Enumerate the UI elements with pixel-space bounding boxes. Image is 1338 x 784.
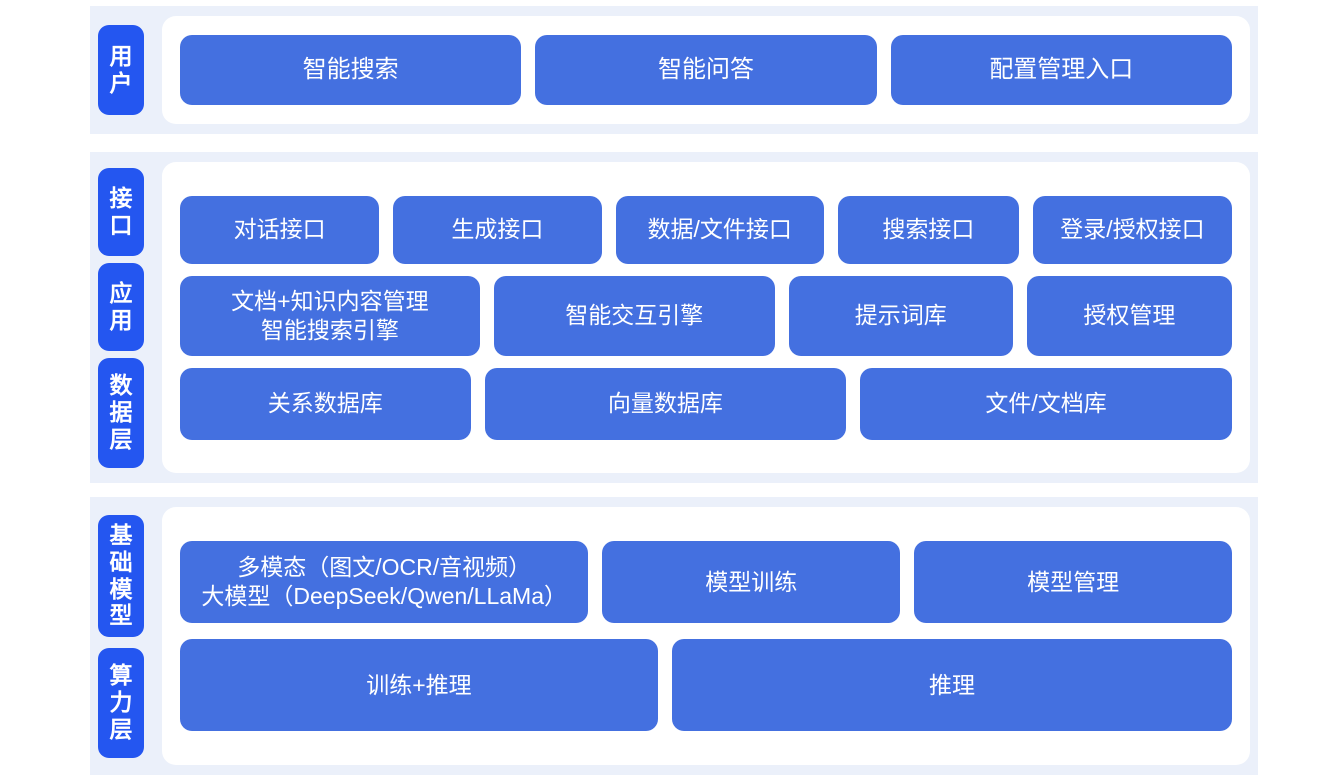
box-login-auth-interface[interactable]: 登录/授权接口: [1032, 195, 1232, 264]
box-config-management-entry[interactable]: 配置管理入口: [890, 35, 1232, 105]
row-model: 多模态（图文/OCR/音视频） 大模型（DeepSeek/Qwen/LLaMa）…: [180, 541, 1232, 623]
box-data-file-interface[interactable]: 数据/文件接口: [615, 195, 824, 264]
band-user: 用户 智能搜索 智能问答 配置管理入口: [90, 6, 1258, 134]
box-generation-interface[interactable]: 生成接口: [393, 195, 602, 264]
box-vector-database[interactable]: 向量数据库: [484, 367, 847, 440]
side-tab-user-label: 用户: [109, 43, 133, 96]
side-tab-base-model[interactable]: 基础模型: [98, 514, 144, 637]
row-user-entries: 智能搜索 智能问答 配置管理入口: [180, 35, 1232, 105]
box-smart-interaction-engine[interactable]: 智能交互引擎: [493, 275, 775, 356]
box-smart-qa[interactable]: 智能问答: [535, 35, 877, 105]
band-core-card: 对话接口 生成接口 数据/文件接口 搜索接口 登录/授权接口 文档+知识内容管理…: [162, 162, 1250, 473]
side-tab-application[interactable]: 应用: [98, 262, 144, 351]
band-base: 基础模型 算力层 多模态（图文/OCR/音视频） 大模型（DeepSeek/Qw…: [90, 497, 1258, 775]
side-tab-data-layer[interactable]: 数据层: [98, 357, 144, 468]
side-tab-compute-layer[interactable]: 算力层: [98, 647, 144, 758]
side-tab-user[interactable]: 用户: [98, 25, 144, 115]
box-model-training[interactable]: 模型训练: [602, 541, 901, 623]
side-tab-interface[interactable]: 接口: [98, 167, 144, 256]
band-base-tab-column: 基础模型 算力层: [90, 497, 152, 775]
box-doc-knowledge-management[interactable]: 文档+知识内容管理 智能搜索引擎: [180, 275, 480, 356]
box-multimodal-large-model[interactable]: 多模态（图文/OCR/音视频） 大模型（DeepSeek/Qwen/LLaMa）: [180, 541, 589, 623]
side-tab-application-label: 应用: [109, 279, 133, 333]
band-core-tab-column: 接口 应用 数据层: [90, 152, 152, 483]
box-prompt-library[interactable]: 提示词库: [788, 275, 1013, 356]
box-training-plus-inference[interactable]: 训练+推理: [180, 639, 658, 731]
box-search-interface[interactable]: 搜索接口: [837, 195, 1019, 264]
row-compute: 训练+推理 推理: [180, 639, 1232, 731]
side-tab-base-model-label: 基础模型: [109, 522, 133, 629]
box-model-management[interactable]: 模型管理: [914, 541, 1232, 623]
band-user-card: 智能搜索 智能问答 配置管理入口: [162, 16, 1250, 124]
row-data: 关系数据库 向量数据库 文件/文档库: [180, 367, 1232, 440]
box-relational-database[interactable]: 关系数据库: [180, 367, 471, 440]
side-tab-data-layer-label: 数据层: [109, 372, 133, 452]
band-core: 接口 应用 数据层 对话接口 生成接口 数据/文件接口 搜索接口 登录/授权接口…: [90, 152, 1258, 483]
box-smart-search[interactable]: 智能搜索: [180, 35, 522, 105]
box-dialog-interface[interactable]: 对话接口: [180, 195, 380, 264]
row-application: 文档+知识内容管理 智能搜索引擎 智能交互引擎 提示词库 授权管理: [180, 275, 1232, 356]
band-user-tab-column: 用户: [90, 6, 152, 134]
band-base-card: 多模态（图文/OCR/音视频） 大模型（DeepSeek/Qwen/LLaMa）…: [162, 507, 1250, 765]
side-tab-interface-label: 接口: [109, 184, 133, 238]
box-authorization-management[interactable]: 授权管理: [1026, 275, 1232, 356]
row-interface: 对话接口 生成接口 数据/文件接口 搜索接口 登录/授权接口: [180, 195, 1232, 264]
side-tab-compute-layer-label: 算力层: [109, 662, 133, 742]
box-file-document-store[interactable]: 文件/文档库: [860, 367, 1232, 440]
box-inference[interactable]: 推理: [671, 639, 1232, 731]
